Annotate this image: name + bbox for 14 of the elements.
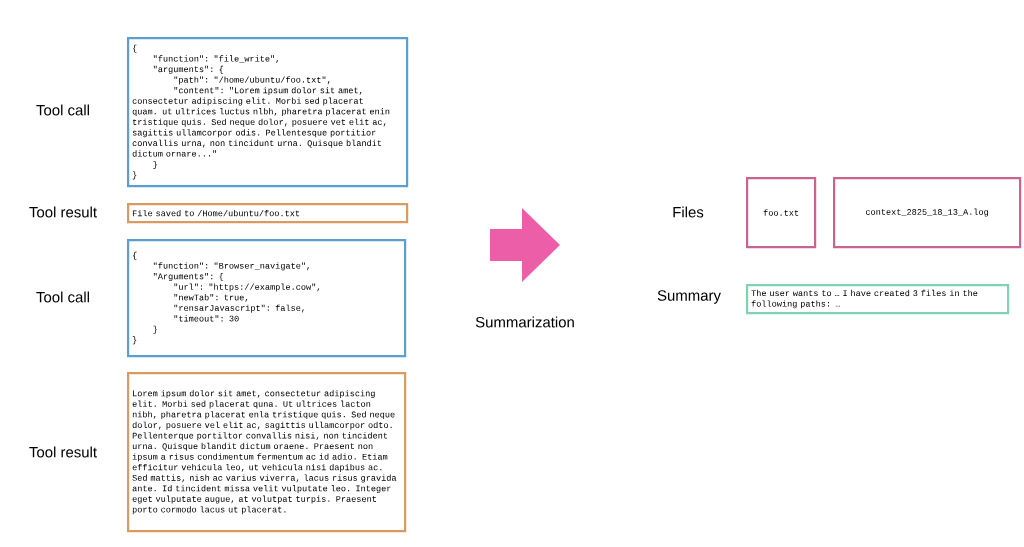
row-label: Summary [657,290,721,304]
code-box: File saved to /Home/ubuntu/foo.txt [127,203,409,224]
row-label: Tool result [29,206,97,218]
row-label: Tool call [36,291,89,303]
code-box: { "function": "file_write", "arguments": { "path": "/home/ubuntu/foo.txt", "content": "Lorem ipsum dolor sit amet, consectetur adipiscing elit. Morbi sed placerat quam. ut ultrices luctus nlbh, pharetra placerat enin tristique quis. Sed neque dolor, posuere vet elit ac, sagittis ullamcorpor odis. Pellentesque portitior convallis urna, non tincidunt urna. Quisque blandit dictum ornare..." } } [127,37,409,188]
row-label: Tool result [29,446,97,458]
file-box: context_2825_18_13_A.log [833,177,1022,249]
summary-box: The user wants to … I have created 3 files in the following paths: … [746,284,1010,315]
row-label: Files [673,206,704,218]
code-box: { "function": "Browser_navigate", "Arguments": { "url": "https://example.cow", "newTab": true, "rensarJavascript": false, "timeout": 30 } } [127,239,407,358]
code-box: Lorem ipsum dolor sit amet, consectetur adipiscing elit. Morbi sed placerat quna. Ut ultrices lacton nibh, pharetra placerat enla tristique quis. Sed neque dolor, posuere vel elit ac, sagittis ullamcorpor odto. Pellenterque portiltor convallis nisi, non tincident urna. Quisque blandit dictum oraene. Praesent non ipsum a risus condimentum fermentum ac id adio. Etiam efficitur vehicula leo, ut vehicula nisi dapibus ac. Sed mattis, nish ac varius viverra, lacus risus gravida ante. Id tincident missa velit vulputate leo. Integer eget vulputate augue, at volutpat turpis. Praesent porto cormodo lacus ut placerat. [127,372,407,533]
file-box: foo.txt [746,177,817,249]
arrow-label: Summarization [475,316,574,328]
row-label: Tool call [36,104,89,116]
